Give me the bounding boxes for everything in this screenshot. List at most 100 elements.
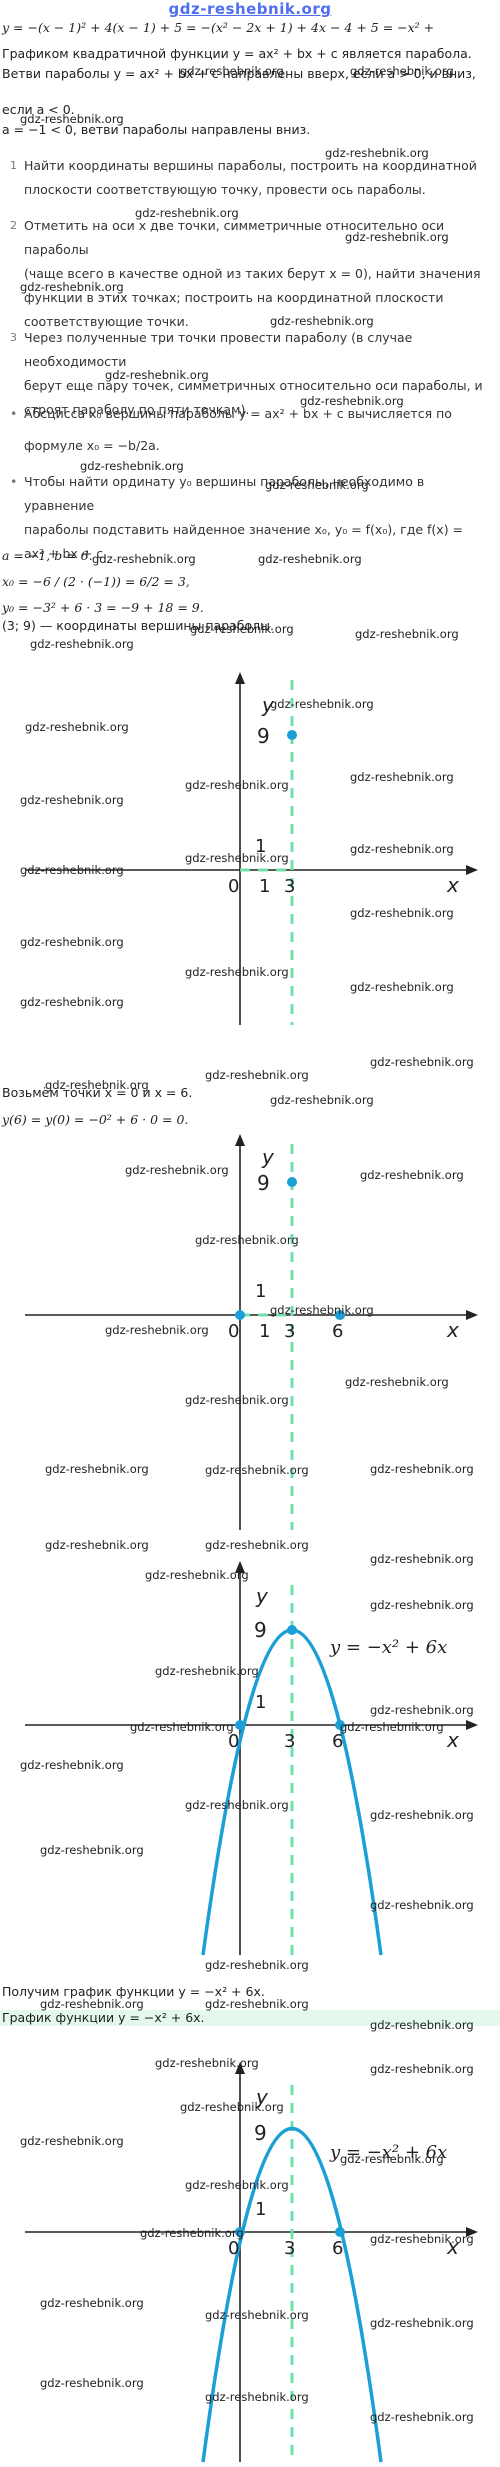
watermark: gdz-reshebnik.org [370, 2410, 474, 2424]
watermark: gdz-reshebnik.org [185, 1798, 289, 1812]
graph-three-points: y x 9 1 0 1 3 6 [25, 1134, 478, 1530]
tick-label-six: 6 [332, 1321, 343, 1342]
equation-line: y = −(x − 1)² + 4(x − 1) + 5 = −(x² − 2x… [2, 20, 435, 35]
step-text: функции в этих точках; построить на коор… [24, 290, 444, 305]
step-number: 2 [10, 219, 17, 232]
text-line: a = −1 < 0, ветви параболы направлены вн… [2, 122, 311, 137]
step-text: соответствующие точки. [24, 314, 189, 329]
watermark: gdz-reshebnik.org [370, 1703, 474, 1717]
y-axis-label: y [255, 2085, 269, 2109]
watermark: gdz-reshebnik.org [20, 280, 124, 294]
watermark: gdz-reshebnik.org [340, 1720, 444, 1734]
step-text: Через полученные три точки провести пара… [24, 330, 413, 369]
watermark: gdz-reshebnik.org [345, 1375, 449, 1389]
watermark: gdz-reshebnik.org [270, 1303, 374, 1317]
text-line: Получим график функции y = −x² + 6x. [2, 1984, 265, 1999]
watermark: gdz-reshebnik.org [370, 2316, 474, 2330]
watermark: gdz-reshebnik.org [145, 1568, 249, 1582]
math-line: y₀ = −3² + 6 · 3 = −9 + 18 = 9. [2, 600, 204, 615]
watermark: gdz-reshebnik.org [185, 778, 289, 792]
tick-label-zero: 0 [228, 1731, 239, 1752]
step-text: плоскости соответствующую точку, провест… [24, 182, 426, 197]
y-axis-label: y [255, 1584, 269, 1608]
step-text: Найти координаты вершины параболы, постр… [24, 158, 477, 173]
root-point-six [335, 2227, 345, 2237]
watermark: gdz-reshebnik.org [155, 1664, 259, 1678]
step-number: 3 [10, 331, 17, 344]
watermark: gdz-reshebnik.org [20, 995, 124, 1009]
bullet-mark: • [10, 474, 18, 489]
text-line: Графиком квадратичной функции y = ax² + … [2, 46, 472, 61]
watermark: gdz-reshebnik.org [185, 851, 289, 865]
watermark: gdz-reshebnik.org [20, 935, 124, 949]
watermark: gdz-reshebnik.org [370, 1898, 474, 1912]
watermark: gdz-reshebnik.org [205, 1463, 309, 1477]
graph-final: y x 9 1 0 3 6 y = −x² + 6x [25, 2062, 478, 2463]
watermark: gdz-reshebnik.org [135, 206, 239, 220]
site-title[interactable]: gdz-reshebnik.org [168, 0, 332, 18]
watermark: gdz-reshebnik.org [105, 1323, 209, 1337]
tick-label-six: 6 [332, 2238, 343, 2259]
watermark: gdz-reshebnik.org [20, 863, 124, 877]
watermark: gdz-reshebnik.org [45, 1078, 149, 1092]
tick-label-zero: 0 [228, 2238, 239, 2259]
bullet-text: параболы подставить найденное значение x… [24, 522, 464, 537]
watermark: gdz-reshebnik.org [370, 2018, 474, 2032]
tick-label-three: 3 [284, 1731, 295, 1752]
watermark: gdz-reshebnik.org [370, 2062, 474, 2076]
watermark: gdz-reshebnik.org [205, 1997, 309, 2011]
tick-label-zero: 0 [228, 876, 239, 897]
watermark: gdz-reshebnik.org [370, 1462, 474, 1476]
bullet-1: • Абсцисса x₀ вершины параболы y = ax² +… [10, 402, 494, 458]
y-axis-arrow-icon [235, 1134, 245, 1146]
watermark: gdz-reshebnik.org [195, 1233, 299, 1247]
bullet-text: формуле x₀ = −b/2a. [24, 438, 160, 453]
bullet-text: Абсцисса x₀ вершины параболы y = ax² + b… [24, 406, 452, 421]
watermark: gdz-reshebnik.org [270, 314, 374, 328]
watermark: gdz-reshebnik.org [20, 112, 124, 126]
parabola-curve [201, 2127, 383, 2463]
watermark: gdz-reshebnik.org [20, 793, 124, 807]
x-axis-arrow-icon [466, 2227, 478, 2237]
watermark: gdz-reshebnik.org [130, 1720, 234, 1734]
watermark: gdz-reshebnik.org [205, 1958, 309, 1972]
watermark: gdz-reshebnik.org [205, 1068, 309, 1082]
step-number: 1 [10, 159, 17, 172]
watermark: gdz-reshebnik.org [40, 2296, 144, 2310]
tick-label-zero: 0 [228, 1321, 239, 1342]
watermark: gdz-reshebnik.org [20, 2134, 124, 2148]
watermark: gdz-reshebnik.org [20, 1758, 124, 1772]
watermark: gdz-reshebnik.org [370, 1808, 474, 1822]
tick-label-three: 3 [284, 876, 295, 897]
step-text: Отметить на оси x две точки, симметричны… [24, 218, 445, 257]
watermark: gdz-reshebnik.org [340, 2152, 444, 2166]
bullet-text: ax² + bx + c. [24, 546, 108, 561]
x-axis-arrow-icon [466, 1720, 478, 1730]
y-axis-label: y [261, 693, 275, 717]
watermark: gdz-reshebnik.org [25, 720, 129, 734]
watermark: gdz-reshebnik.org [205, 2390, 309, 2404]
tick-label-nine: 9 [257, 1171, 270, 1195]
graph-parabola: y x 9 1 0 3 6 y = −x² + 6x [25, 1561, 478, 1956]
step-text: строят параболу по пяти точкам). [24, 402, 250, 417]
watermark: gdz-reshebnik.org [190, 622, 294, 636]
formula-label: y = −x² + 6x [329, 1637, 447, 1658]
watermark: gdz-reshebnik.org [300, 394, 404, 408]
watermark: gdz-reshebnik.org [350, 842, 454, 856]
watermark: gdz-reshebnik.org [258, 552, 362, 566]
watermark: gdz-reshebnik.org [350, 980, 454, 994]
watermark: gdz-reshebnik.org [205, 2308, 309, 2322]
watermark: gdz-reshebnik.org [125, 1163, 229, 1177]
x-axis-arrow-icon [466, 1310, 478, 1320]
watermark: gdz-reshebnik.org [40, 1843, 144, 1857]
root-point-six [335, 1720, 345, 1730]
tick-label-one-y: 1 [255, 836, 266, 857]
step-text: (чаще всего в качестве одной из таких бе… [24, 266, 481, 281]
y-axis-arrow-icon [235, 672, 245, 684]
tick-label-one-x: 1 [259, 1321, 270, 1342]
step-text: берут еще пару точек, симметричных относ… [24, 378, 483, 393]
text-line: если a < 0. [2, 102, 75, 117]
y-axis-arrow-icon [235, 2062, 245, 2074]
bullet-mark: • [10, 406, 18, 421]
vertex-point [287, 730, 297, 740]
